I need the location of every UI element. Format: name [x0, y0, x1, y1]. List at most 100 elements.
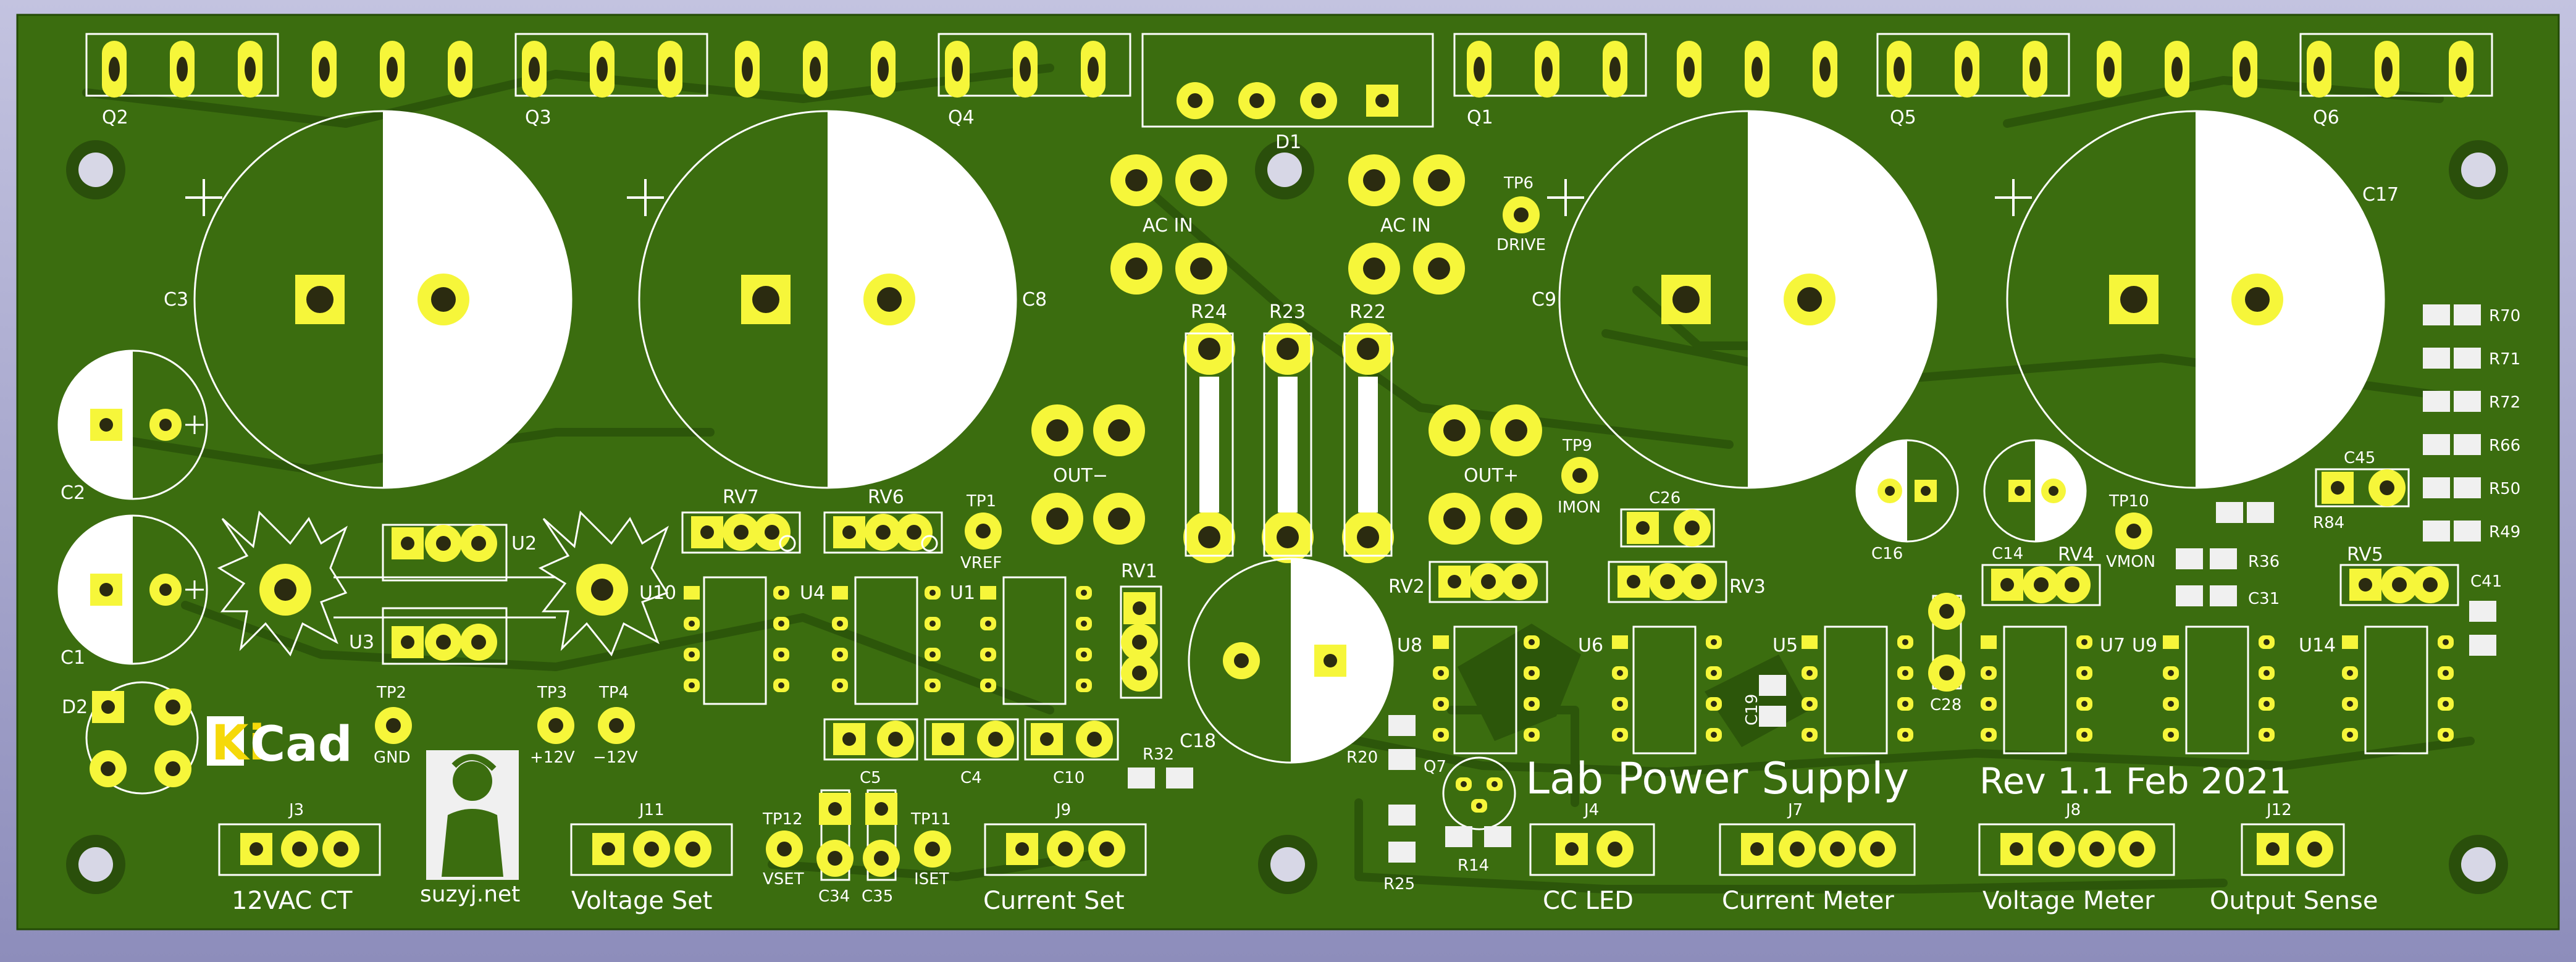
- capacitor-c3[interactable]: C3: [164, 110, 573, 489]
- capacitor-c26[interactable]: C26: [1620, 489, 1715, 548]
- diode-d2[interactable]: D2: [62, 681, 199, 795]
- resistor-r24[interactable]: R24: [1183, 301, 1235, 563]
- testpoint-tp3[interactable]: TP3 +12V: [530, 684, 575, 767]
- ic-u1[interactable]: U1: [950, 576, 1092, 705]
- heatsink-left: [217, 510, 348, 656]
- regulator-u2[interactable]: U2: [382, 524, 537, 582]
- capacitor-c16[interactable]: C16: [1855, 439, 1959, 563]
- ic-u9[interactable]: U9: [2132, 625, 2275, 755]
- resistor-r72[interactable]: R72: [2423, 391, 2520, 412]
- trimmer-rv3[interactable]: RV3: [1608, 561, 1766, 603]
- svg-text:RV1: RV1: [1121, 561, 1157, 582]
- board-revision: Rev 1.1 Feb 2021: [1979, 760, 2292, 802]
- svg-text:R23: R23: [1269, 301, 1306, 323]
- transistor-q3[interactable]: Q3: [312, 33, 708, 128]
- transistor-q7[interactable]: Q7: [1424, 756, 1516, 830]
- capacitor-c35[interactable]: C35: [862, 789, 900, 906]
- capacitor-c34[interactable]: C34: [816, 789, 854, 906]
- svg-text:U6: U6: [1578, 635, 1603, 656]
- testpoint-tp6[interactable]: TP6 DRIVE: [1496, 174, 1546, 254]
- transistor-q1[interactable]: Q1: [1453, 33, 1837, 128]
- capacitor-c5[interactable]: C5: [823, 718, 918, 787]
- svg-text:U7: U7: [2100, 635, 2125, 656]
- testpoint-tp11[interactable]: TP11 ISET: [910, 810, 951, 889]
- resistor-r14[interactable]: R14: [1445, 826, 1511, 875]
- resistor-r71[interactable]: R71: [2423, 348, 2520, 369]
- ac-input-right[interactable]: AC IN: [1348, 154, 1465, 295]
- svg-text:R24: R24: [1191, 301, 1227, 323]
- trimmer-rv1[interactable]: RV1: [1120, 561, 1162, 699]
- resistor-r70[interactable]: R70: [2423, 304, 2520, 325]
- capacitor-c31[interactable]: C31: [2176, 585, 2280, 608]
- resistor-r25[interactable]: R25: [1383, 805, 1416, 893]
- capacitor-c17[interactable]: C17: [1995, 110, 2399, 489]
- testpoint-tp12[interactable]: TP12 VSET: [762, 810, 804, 889]
- trimmer-rv7[interactable]: RV7: [681, 487, 801, 554]
- author-url: suzyj.net: [420, 882, 520, 907]
- connector-j7[interactable]: J7 Current Meter: [1719, 801, 1916, 915]
- ac-input-left[interactable]: AC IN: [1110, 154, 1227, 295]
- trimmer-rv6[interactable]: RV6: [823, 487, 943, 554]
- connector-j8[interactable]: J8 Voltage Meter: [1978, 801, 2175, 915]
- svg-text:CC LED: CC LED: [1543, 887, 1634, 915]
- testpoint-tp9[interactable]: TP9 IMON: [1558, 437, 1601, 517]
- svg-text:RV4: RV4: [2058, 544, 2094, 566]
- capacitor-c10[interactable]: C10: [1024, 718, 1119, 787]
- transistor-q5[interactable]: Q5: [1876, 33, 2257, 128]
- transistor-q2[interactable]: Q2: [85, 33, 279, 128]
- connector-j4[interactable]: J4 CC LED: [1529, 801, 1655, 915]
- resistor-r32[interactable]: R32: [1128, 745, 1193, 788]
- capacitor-c45[interactable]: C45: [2315, 449, 2410, 508]
- capacitor-c19[interactable]: C19: [1743, 675, 1786, 727]
- output-positive[interactable]: OUT+: [1429, 404, 1542, 545]
- connector-j9[interactable]: J9 Current Set: [983, 801, 1147, 915]
- capacitor-c8[interactable]: C8: [627, 110, 1047, 489]
- trimmer-rv4[interactable]: RV4: [1981, 544, 2101, 606]
- resistor-r36[interactable]: R36: [2176, 548, 2280, 571]
- svg-text:J8: J8: [2065, 801, 2081, 819]
- ic-u10[interactable]: U10: [639, 576, 789, 705]
- connector-j11[interactable]: J11 Voltage Set: [570, 801, 733, 915]
- testpoint-tp2[interactable]: TP2 GND: [374, 684, 412, 767]
- resistor-r22[interactable]: R22: [1342, 301, 1394, 563]
- testpoint-tp1[interactable]: TP1 VREF: [960, 492, 1002, 572]
- ic-u7[interactable]: U7: [1981, 625, 2125, 755]
- capacitor-c1[interactable]: C1: [57, 514, 208, 669]
- transistor-q4[interactable]: Q4: [735, 33, 1131, 128]
- trimmer-rv2[interactable]: RV2: [1388, 561, 1548, 603]
- capacitor-c41[interactable]: C41: [2469, 572, 2502, 656]
- resistor-r84[interactable]: R84: [2216, 502, 2344, 532]
- output-negative[interactable]: OUT−: [1031, 404, 1145, 545]
- svg-text:C26: C26: [1649, 489, 1680, 508]
- capacitor-c14[interactable]: C14: [1983, 439, 2087, 563]
- svg-text:C31: C31: [2248, 590, 2280, 608]
- ic-u14[interactable]: U14: [2299, 625, 2454, 755]
- connector-j3[interactable]: J3 12VAC CT: [218, 801, 381, 915]
- ic-u5[interactable]: U5: [1773, 625, 1913, 755]
- transistor-q6[interactable]: Q6: [2299, 33, 2493, 128]
- regulator-u3[interactable]: U3: [349, 607, 508, 665]
- capacitor-c28[interactable]: C28: [1928, 593, 1965, 714]
- capacitor-c4[interactable]: C4: [924, 718, 1019, 787]
- ic-u8[interactable]: U8: [1397, 625, 1540, 755]
- resistor-r20[interactable]: R20: [1346, 715, 1416, 770]
- trimmer-rv5[interactable]: RV5: [2339, 544, 2459, 606]
- c8-label: C8: [1022, 289, 1047, 311]
- testpoint-tp10[interactable]: TP10 VMON: [2106, 492, 2155, 571]
- mounting-holes: [66, 140, 2508, 894]
- connector-j12[interactable]: J12 Output Sense: [2210, 801, 2378, 915]
- capacitor-c2[interactable]: C2: [57, 349, 208, 504]
- resistor-r23[interactable]: R23: [1262, 301, 1314, 563]
- resistor-r50[interactable]: R50: [2423, 477, 2520, 498]
- svg-text:TP12: TP12: [762, 810, 803, 829]
- ic-u6[interactable]: U6: [1578, 625, 1722, 755]
- resistor-r66[interactable]: R66: [2423, 434, 2520, 455]
- rectifier-d1[interactable]: D1: [1141, 33, 1434, 153]
- capacitor-c18[interactable]: C18: [1180, 558, 1394, 764]
- resistor-r49[interactable]: R49: [2423, 521, 2520, 542]
- testpoint-tp4[interactable]: TP4 −12V: [593, 684, 638, 767]
- capacitor-c9[interactable]: C9: [1532, 110, 1937, 489]
- ic-u4[interactable]: U4: [800, 576, 941, 705]
- svg-text:TP4: TP4: [598, 684, 629, 702]
